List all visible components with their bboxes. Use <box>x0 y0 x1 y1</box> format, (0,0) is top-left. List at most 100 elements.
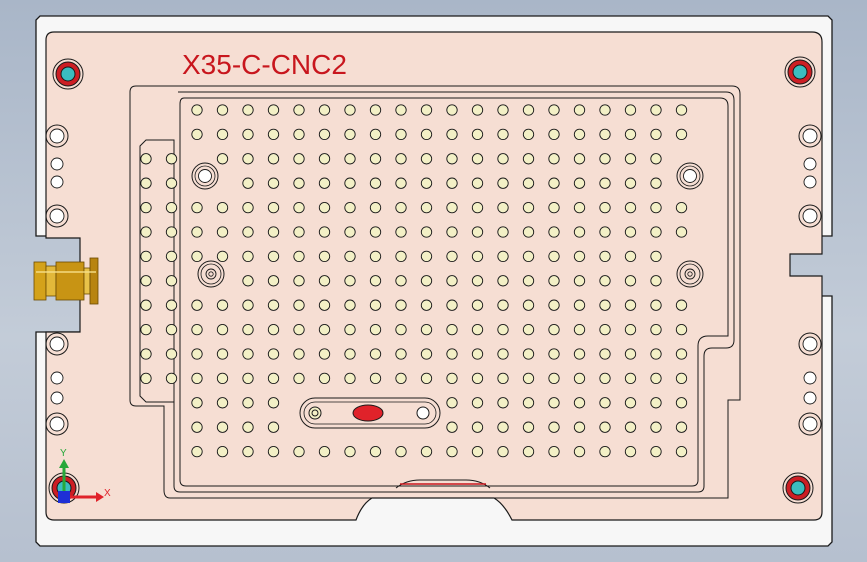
vacuum-hole <box>191 397 203 409</box>
vacuum-hole <box>446 104 458 116</box>
vacuum-hole <box>267 275 280 287</box>
vacuum-hole <box>599 397 611 409</box>
vacuum-hole <box>191 104 203 116</box>
vacuum-hole <box>216 299 229 311</box>
vacuum-hole <box>599 104 611 116</box>
side-hole-ring <box>45 332 69 356</box>
vacuum-hole <box>293 104 305 116</box>
vacuum-hole <box>318 201 331 214</box>
vacuum-hole <box>599 128 611 141</box>
vacuum-hole <box>624 128 637 141</box>
vacuum-hole <box>318 348 331 360</box>
vacuum-hole <box>344 445 356 458</box>
triad-y-label: Y <box>60 448 67 459</box>
side-hole <box>49 416 65 432</box>
vacuum-hole <box>395 250 407 263</box>
vacuum-hole <box>344 226 356 238</box>
vacuum-hole <box>471 323 484 336</box>
vacuum-hole <box>650 250 662 263</box>
vacuum-hole <box>293 128 305 141</box>
vacuum-hole <box>191 250 203 263</box>
locator-holes[interactable] <box>191 162 704 288</box>
vacuum-hole <box>471 250 484 263</box>
vacuum-hole <box>548 372 560 385</box>
vacuum-hole <box>471 177 484 189</box>
vacuum-hole <box>165 323 178 336</box>
vacuum-hole <box>369 372 382 385</box>
vacuum-hole <box>624 348 637 360</box>
vacuum-hole <box>242 226 254 238</box>
vacuum-hole <box>497 201 509 214</box>
vacuum-hole <box>446 397 458 409</box>
vacuum-hole <box>420 201 433 214</box>
vacuum-hole <box>650 445 662 458</box>
vacuum-hole <box>395 153 407 165</box>
vacuum-hole <box>650 299 662 311</box>
vacuum-hole <box>344 348 356 360</box>
vacuum-hole <box>471 348 484 360</box>
vacuum-hole <box>420 104 433 116</box>
vacuum-hole <box>369 275 382 287</box>
vacuum-hole <box>191 421 203 433</box>
vacuum-hole <box>293 348 305 360</box>
vacuum-hole <box>420 226 433 238</box>
vacuum-hole <box>599 177 611 189</box>
slot-feature[interactable] <box>299 397 441 429</box>
vacuum-hole <box>420 372 433 385</box>
vacuum-hole <box>573 323 586 336</box>
mount-hole-center <box>60 66 76 82</box>
vacuum-hole <box>318 445 331 458</box>
vacuum-hole <box>318 299 331 311</box>
side-hole-ring <box>45 124 69 148</box>
vacuum-hole <box>599 372 611 385</box>
vacuum-hole <box>446 250 458 263</box>
vacuum-hole <box>395 348 407 360</box>
pocket-outline <box>129 85 741 499</box>
vacuum-hole <box>522 153 535 165</box>
vacuum-hole <box>650 323 662 336</box>
vacuum-hole <box>293 226 305 238</box>
vacuum-hole <box>395 445 407 458</box>
vacuum-hole <box>446 445 458 458</box>
vacuum-hole <box>650 397 662 409</box>
vacuum-hole <box>395 177 407 189</box>
vacuum-hole <box>573 153 586 165</box>
vacuum-hole <box>497 372 509 385</box>
brass-fitting-icon[interactable] <box>33 257 99 305</box>
locator-bore <box>683 169 697 183</box>
side-hole <box>802 336 818 352</box>
locator-inner-ring <box>200 263 222 285</box>
side-hole-small <box>803 157 817 171</box>
vacuum-hole <box>573 250 586 263</box>
vacuum-hole <box>344 128 356 141</box>
vacuum-hole <box>293 250 305 263</box>
vacuum-hole <box>650 372 662 385</box>
vacuum-hole <box>140 275 152 287</box>
mount-hole-outer <box>782 472 814 504</box>
vacuum-hole <box>216 445 229 458</box>
vacuum-hole <box>675 445 688 458</box>
vacuum-hole <box>522 226 535 238</box>
vacuum-hole <box>650 104 662 116</box>
vacuum-hole <box>216 153 229 165</box>
vacuum-hole <box>420 250 433 263</box>
vacuum-hole <box>446 177 458 189</box>
vacuum-hole <box>675 299 688 311</box>
vacuum-hole <box>267 226 280 238</box>
vacuum-hole <box>369 128 382 141</box>
vacuum-hole <box>420 445 433 458</box>
side-hole-small <box>50 175 64 189</box>
vacuum-hole <box>624 153 637 165</box>
vacuum-hole <box>344 323 356 336</box>
vacuum-hole <box>318 372 331 385</box>
vacuum-hole <box>599 275 611 287</box>
locator-outer-ring <box>676 260 704 288</box>
vacuum-hole <box>369 201 382 214</box>
vacuum-hole <box>650 177 662 189</box>
mount-hole-center <box>790 480 806 496</box>
vacuum-hole <box>267 177 280 189</box>
vacuum-hole <box>420 348 433 360</box>
fixture-plate[interactable] <box>45 31 823 521</box>
side-hole <box>49 128 65 144</box>
